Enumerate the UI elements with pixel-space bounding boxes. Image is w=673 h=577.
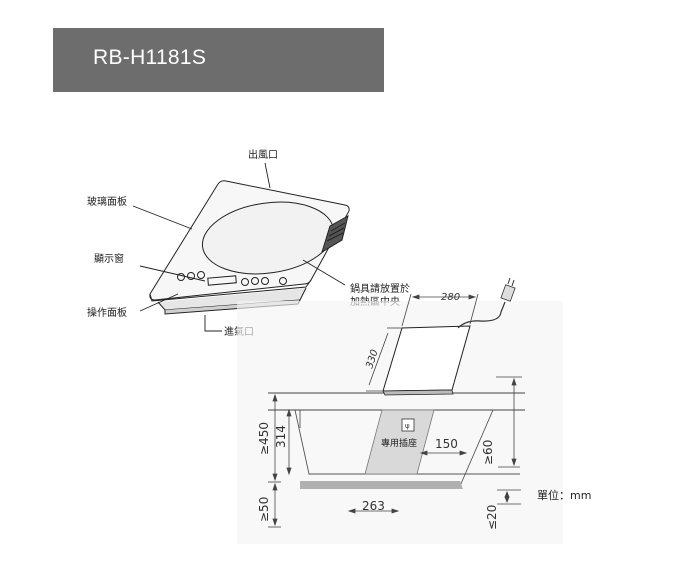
dim-450: ≥450 (257, 422, 271, 455)
installation-drawing: 280 330 ψ 專用插座 150 (237, 277, 563, 544)
control-panel-label: 操作面板 (87, 306, 127, 319)
model-title: RB-H1181S (93, 46, 207, 69)
dim-50: ≥50 (257, 497, 271, 522)
dim-280: 280 (441, 292, 460, 303)
dim-314: 314 (274, 425, 288, 448)
dim-150: 150 (435, 437, 458, 451)
cooktop-illustration (149, 180, 350, 315)
model-banner: RB-H1181S (53, 28, 384, 92)
unit-label: 單位：mm (537, 488, 591, 502)
display-window-label: 顯示窗 (94, 252, 124, 265)
dim-60: ≥60 (481, 440, 495, 465)
cooktop-small (382, 277, 516, 396)
dim-20: ≤20 (485, 505, 499, 530)
socket-label: 專用插座 (381, 437, 417, 449)
pot-placement-label-1: 鍋具請放置於 (350, 282, 410, 295)
dim-263: 263 (362, 499, 385, 513)
callout-leaders (132, 162, 346, 332)
exhaust-label: 出風口 (248, 148, 278, 161)
svg-text:ψ: ψ (405, 422, 410, 430)
glass-panel-label: 玻璃面板 (87, 195, 127, 208)
